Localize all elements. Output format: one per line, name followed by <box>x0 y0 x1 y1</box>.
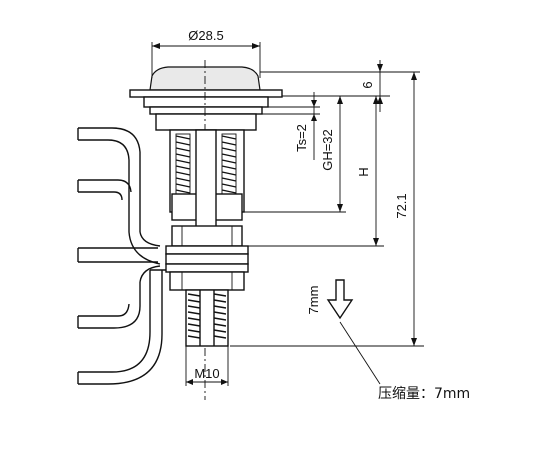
dim-thread: M10 <box>185 346 229 386</box>
nut-stack <box>165 225 249 291</box>
dim-top-diameter: Ø28.5 <box>151 28 261 78</box>
dim-gh: GH=32 <box>244 96 346 213</box>
dim-thread-label: M10 <box>194 366 219 381</box>
lock-head <box>129 60 283 400</box>
mounting-bracket <box>77 127 172 385</box>
dim-h: H <box>248 96 384 247</box>
threaded-stud <box>185 289 229 347</box>
dim-ts-label: Ts=2 <box>294 124 309 152</box>
dim-stroke-label: 7mm <box>306 286 321 315</box>
dim-total-length-label: 72.1 <box>394 193 409 218</box>
dim-head-height-label: 6 <box>360 81 375 88</box>
dim-top-diameter-label: Ø28.5 <box>188 28 223 43</box>
dim-head-height: 6 <box>260 60 420 112</box>
dim-total-length: 72.1 <box>230 72 424 347</box>
dim-ts: Ts=2 <box>262 92 320 160</box>
note-text: 压缩量：7mm <box>378 386 470 402</box>
compression-note: 压缩量：7mm <box>339 321 470 402</box>
dim-h-label: H <box>356 167 371 176</box>
compression-arrow: 7mm <box>306 279 354 320</box>
spring-housing <box>169 129 245 231</box>
dim-gh-label: GH=32 <box>320 129 335 171</box>
